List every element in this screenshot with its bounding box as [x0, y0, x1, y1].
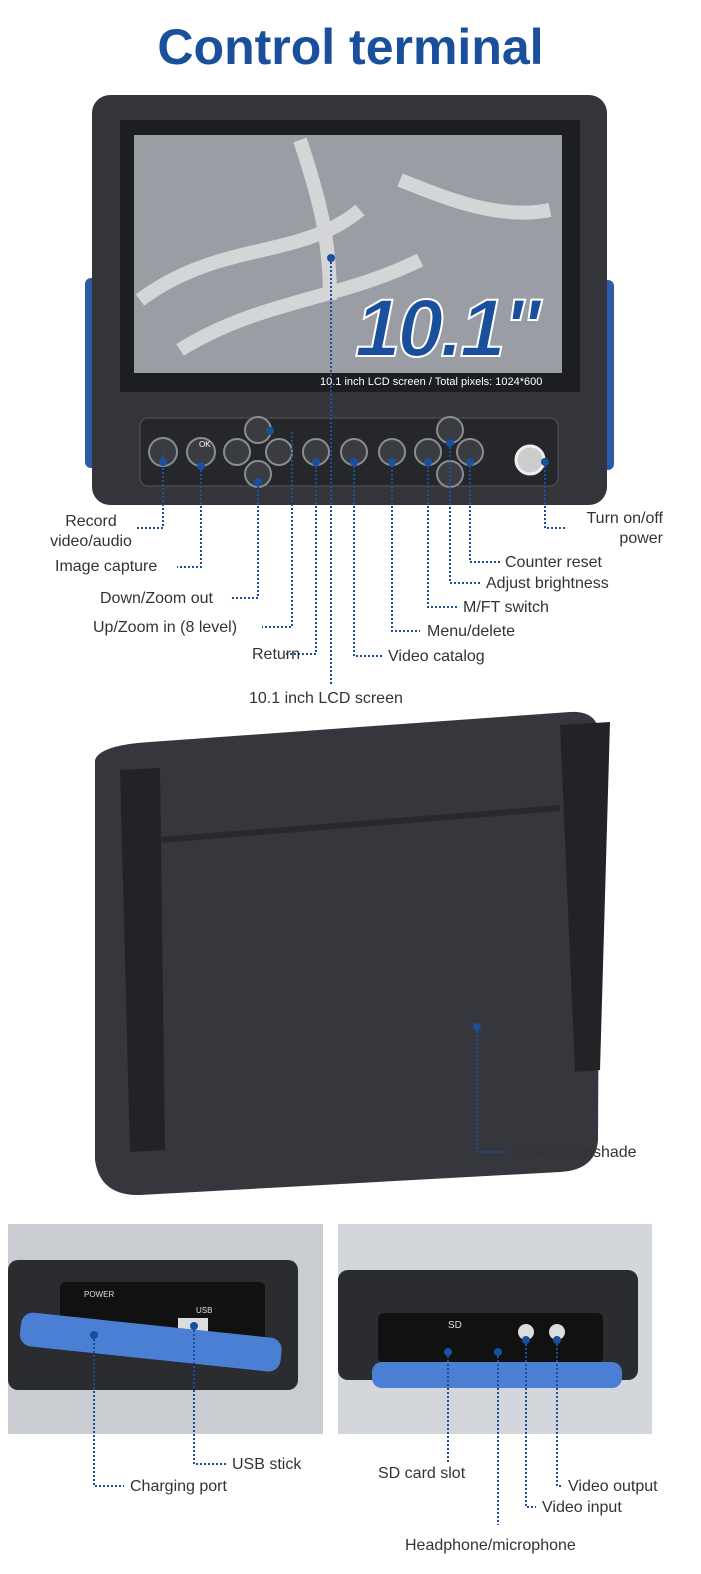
- ok-button-label: OK: [199, 440, 211, 449]
- label-return: Return: [252, 646, 301, 663]
- leader-lines: [93, 258, 565, 1525]
- label-headphone: Headphone/microphone: [405, 1537, 576, 1554]
- label-up: Up/Zoom in (8 level): [93, 619, 238, 636]
- power-port-label: POWER: [84, 1290, 115, 1299]
- usb-port-label: USB: [196, 1306, 213, 1315]
- sd-port-label: SD: [448, 1320, 462, 1331]
- label-charging: Charging port: [130, 1478, 227, 1495]
- label-power: Turn on/off power: [586, 510, 664, 547]
- screen-caption: 10.1 inch LCD screen / Total pixels: 102…: [320, 376, 543, 388]
- power-button: [514, 444, 546, 476]
- label-brightness: Adjust brightness: [486, 575, 609, 592]
- label-sd-slot: SD card slot: [378, 1465, 466, 1482]
- label-video-input: Video input: [542, 1499, 622, 1516]
- label-down: Down/Zoom out: [100, 590, 213, 607]
- screen-size-badge: 10.1": [354, 282, 542, 375]
- label-lcd: 10.1 inch LCD screen: [249, 690, 403, 707]
- label-mft: M/FT switch: [463, 599, 549, 616]
- label-video-output: Video output: [568, 1478, 658, 1495]
- label-counter: Counter reset: [505, 554, 602, 571]
- label-menu: Menu/delete: [427, 623, 516, 640]
- label-catalog: Video catalog: [388, 648, 485, 665]
- label-sunshade: Screen sunshade: [512, 1144, 637, 1161]
- label-record: Record video/audio: [50, 513, 132, 550]
- label-capture: Image capture: [55, 558, 158, 575]
- sunshade-body: [95, 711, 600, 1196]
- page-title: Control terminal: [157, 19, 544, 75]
- label-usb: USB stick: [232, 1456, 302, 1473]
